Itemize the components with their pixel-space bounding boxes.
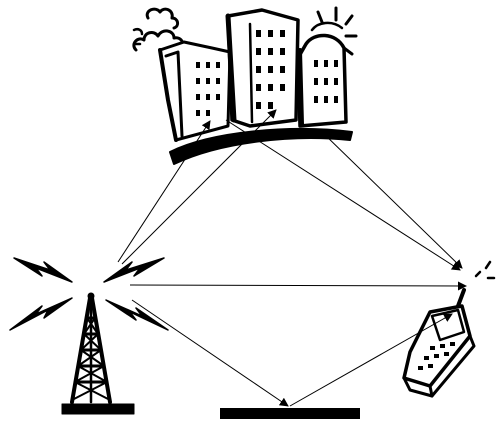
mobile-phone-icon — [404, 262, 494, 396]
ground-reflector-icon — [220, 408, 360, 419]
path-building-left-to-phone-arrow — [226, 120, 460, 270]
path-building-right-to-phone-arrow — [322, 132, 462, 268]
direct-path-arrow — [130, 285, 466, 286]
path-tower-to-ground-arrow — [132, 300, 288, 406]
radio-tower-icon — [10, 258, 168, 414]
path-tower-to-building-left-arrow — [118, 121, 210, 262]
